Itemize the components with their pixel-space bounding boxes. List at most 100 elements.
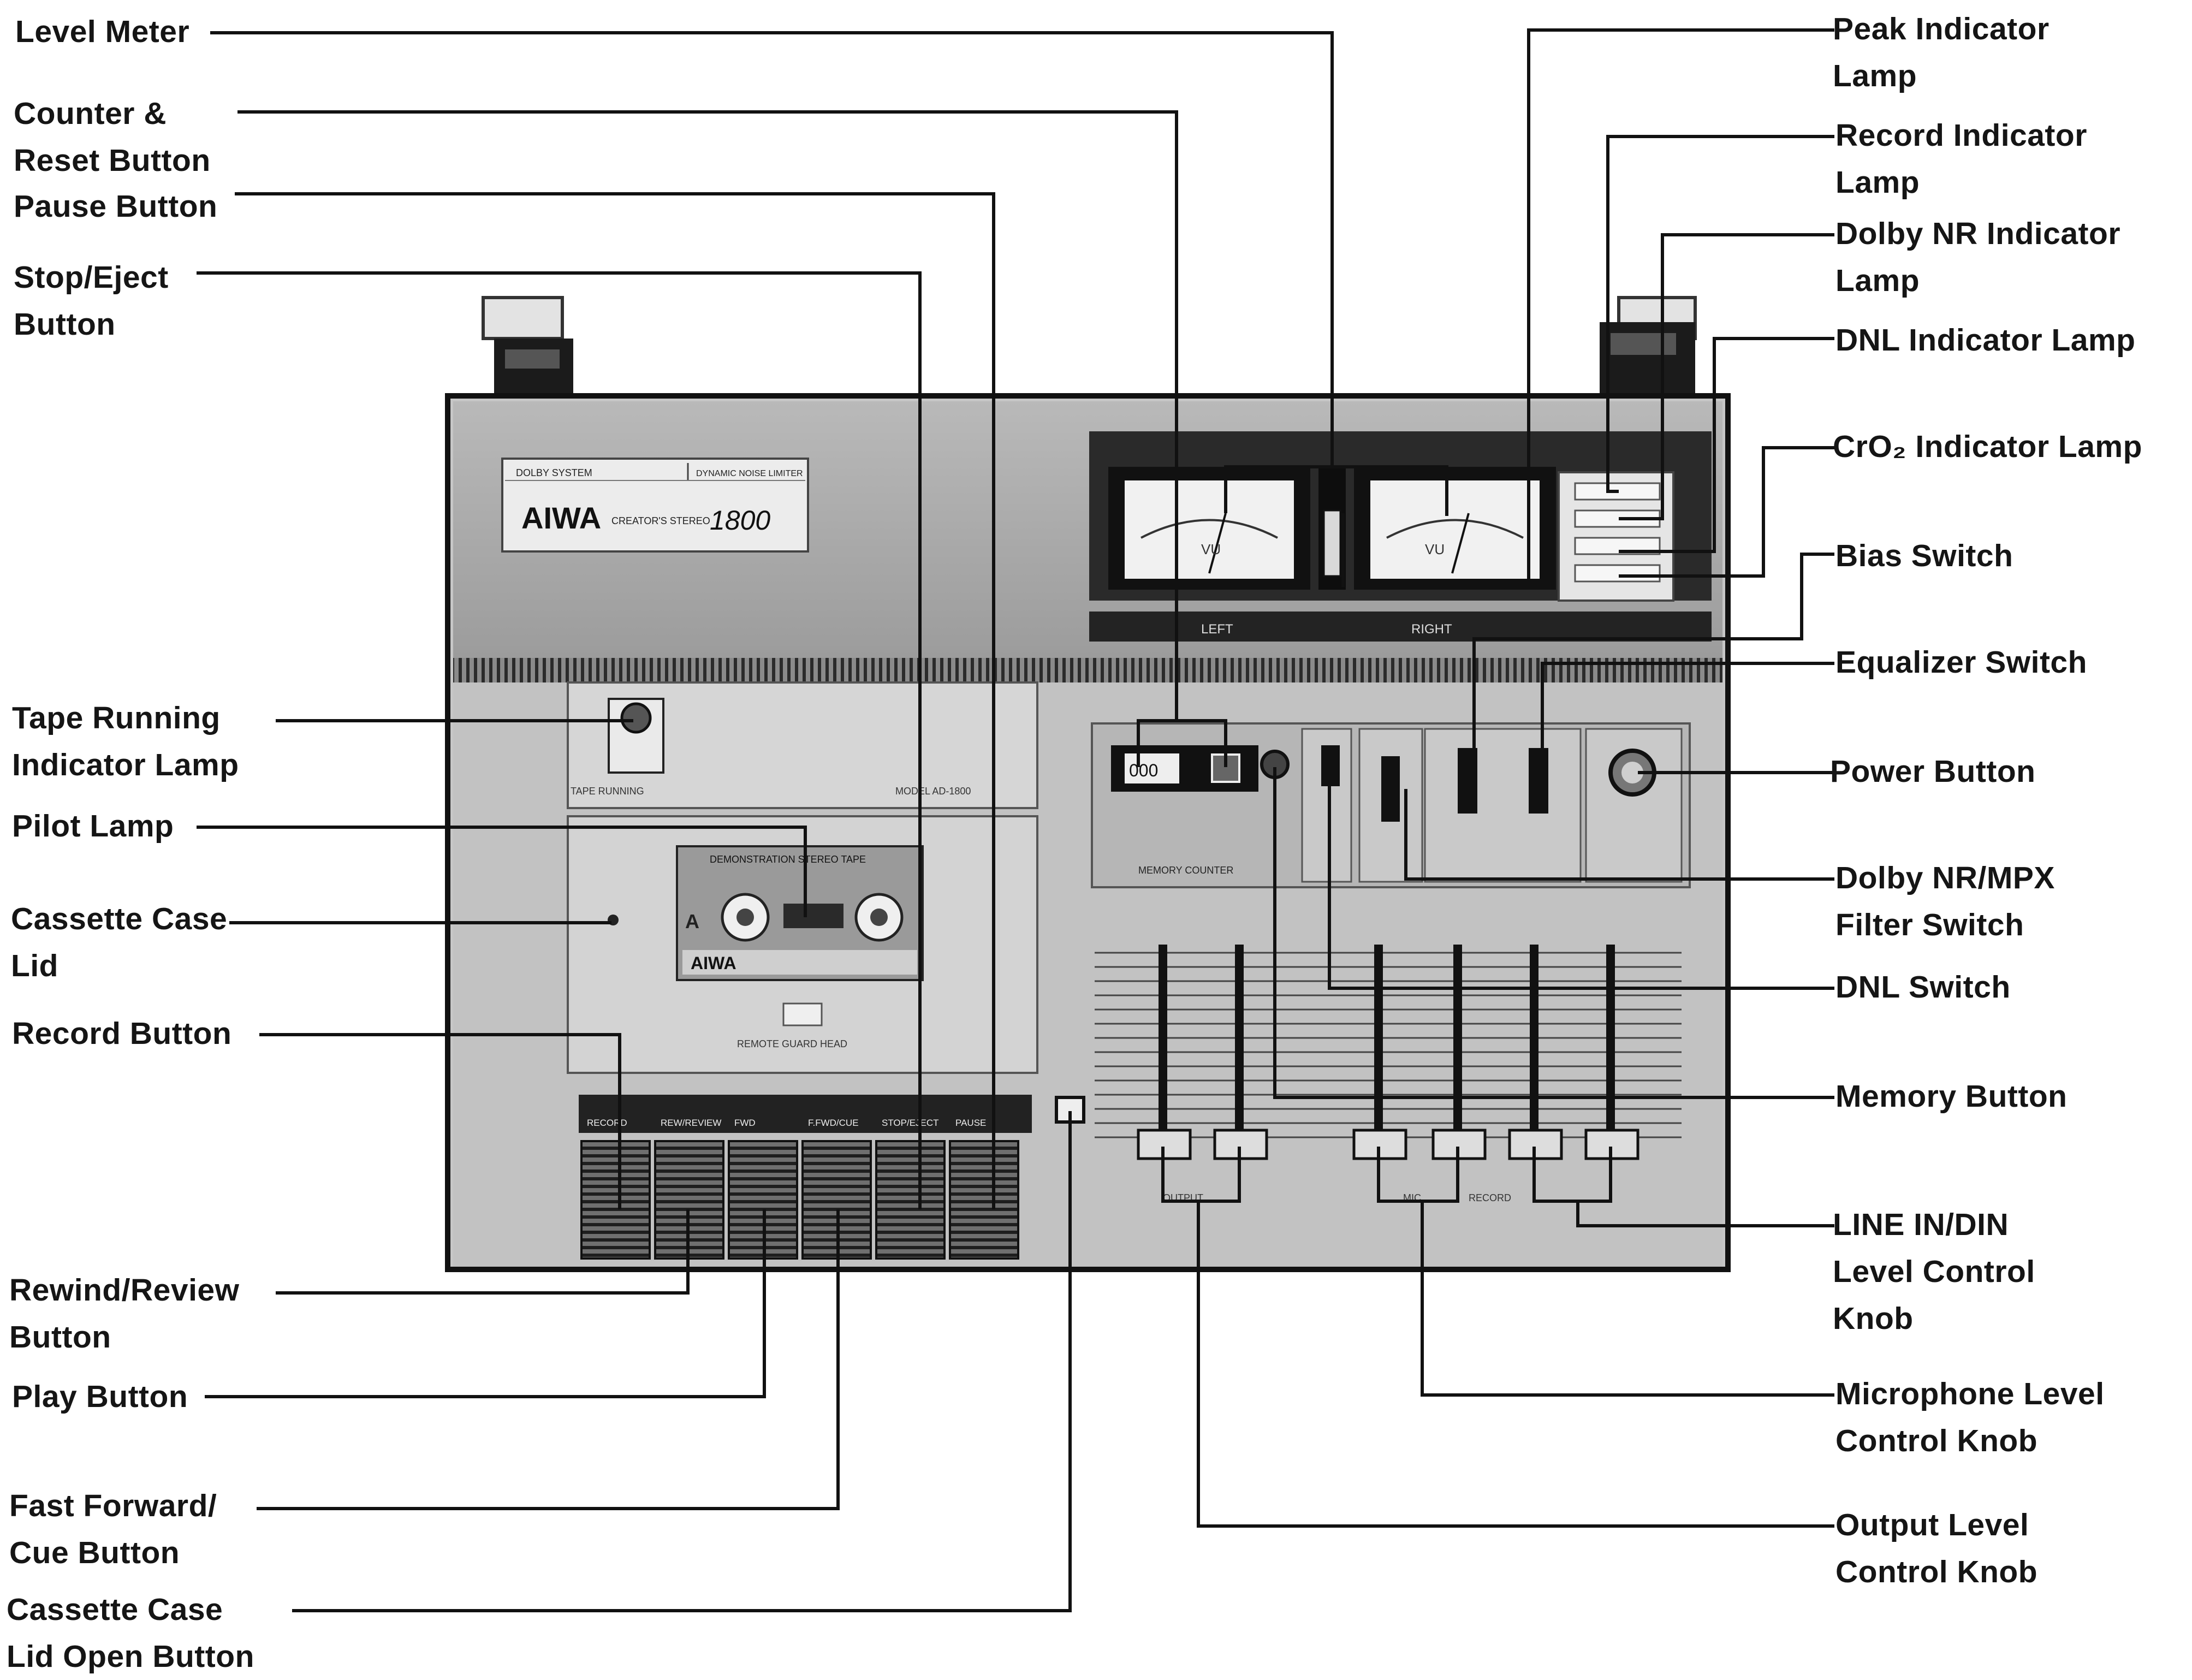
label-line: Filter Switch [1835,901,2055,948]
label-line: Lamp [1833,52,2050,99]
transport-key-label: PAUSE [955,1118,986,1128]
label-line: Control Knob [1835,1417,2105,1464]
label-stop-eject-button: Stop/EjectButton [14,254,169,348]
meter-right-caption: RIGHT [1411,622,1452,637]
counter-digits: 000 [1129,761,1158,780]
cassette-brand-caption: AIWA [691,953,736,973]
dolby-badge-text: DOLBY SYSTEM [516,467,592,478]
fader-slot [1374,945,1383,1141]
label-record-button: Record Button [12,1010,231,1057]
memory-counter-caption: MEMORY COUNTER [1138,865,1233,876]
label-line: Bias Switch [1835,532,2013,579]
transport-key-label: REW/REVIEW [661,1118,721,1128]
label-line: Dolby NR Indicator [1835,210,2120,257]
label-line: Lid Open Button [7,1633,254,1680]
label-dnl-indicator-lamp: DNL Indicator Lamp [1835,317,2136,364]
carry-handle-right [1600,298,1695,399]
transport-key-label: FWD [734,1118,756,1128]
label-line: Cassette Case [7,1586,254,1633]
fader-slot [1606,945,1615,1141]
label-line: Level Meter [15,8,189,55]
label-level-meter: Level Meter [15,8,189,55]
label-line: Cue Button [9,1529,217,1576]
label-line: Record Indicator [1835,112,2087,159]
label-line: Tape Running [12,694,239,741]
label-line: DNL Indicator Lamp [1835,317,2136,364]
label-line: Reset Button [14,137,211,184]
label-line: Control Knob [1835,1548,2037,1595]
label-line: Cassette Case [11,895,227,942]
label-line: Peak Indicator [1833,5,2050,52]
label-line: Pause Button [14,183,217,230]
label-pause-button: Pause Button [14,183,217,230]
right-meter-vu: VU [1425,541,1445,557]
label-line: CrO₂ Indicator Lamp [1833,423,2142,470]
carry-handle-left [483,298,573,399]
label-pilot-lamp: Pilot Lamp [12,803,174,850]
dnl-badge-text: DYNAMIC NOISE LIMITER [696,469,803,478]
label-rewind-review-button: Rewind/ReviewButton [9,1267,239,1361]
label-dnl-switch: DNL Switch [1835,964,2011,1011]
label-power-button: Power Button [1830,748,2035,795]
cassette-side-caption: A [685,910,699,933]
label-line: Button [9,1314,239,1361]
label-line: Lamp [1835,257,2120,304]
tape-running-caption: TAPE RUNNING [571,786,644,797]
fader-slot [1235,945,1244,1141]
label-cro2-indicator-lamp: CrO₂ Indicator Lamp [1833,423,2142,470]
cassette-section: TAPE RUNNING MODEL AD-1800 DEMONSTRATION… [568,682,1037,1073]
head-caption: REMOTE GUARD HEAD [737,1038,847,1049]
label-line: Fast Forward/ [9,1482,217,1529]
label-line: Output Level [1835,1501,2037,1548]
label-line: Counter & [14,90,211,137]
label-line: Play Button [12,1373,188,1420]
label-bias-switch: Bias Switch [1835,532,2013,579]
label-line: DNL Switch [1835,964,2011,1011]
fader-slot [1530,945,1538,1141]
label-line: Record Button [12,1010,231,1057]
label-line: Power Button [1830,748,2035,795]
label-line: Memory Button [1835,1073,2067,1120]
label-line: Pilot Lamp [12,803,174,850]
left-meter-vu: VU [1201,541,1221,557]
label-line: Indicator Lamp [12,741,239,788]
brand-text: AIWA [521,501,601,535]
label-line: Knob [1833,1295,2035,1342]
fader-slot [1453,945,1462,1141]
transport-key-label: F.FWD/CUE [808,1118,859,1128]
label-line: Dolby NR/MPX [1835,854,2055,901]
model-name-text: CREATOR'S STEREO [611,515,710,526]
demo-tape-caption: DEMONSTRATION STEREO TAPE [710,854,866,865]
label-line: Button [14,301,169,348]
label-line: Lamp [1835,159,2087,206]
label-counter-reset-button: Counter &Reset Button [14,90,211,184]
model-plate-caption: MODEL AD-1800 [895,786,971,797]
fader-slot [1159,945,1167,1141]
label-equalizer-switch: Equalizer Switch [1835,639,2087,686]
model-number-text: 1800 [710,505,770,536]
label-line: Rewind/Review [9,1267,239,1314]
label-line: LINE IN/DIN [1833,1201,2035,1248]
control-panel: 000 MEMORY COUNTER [1092,723,1690,887]
brand-plate: DOLBY SYSTEM DYNAMIC NOISE LIMITER AIWA … [502,459,808,551]
label-fast-forward-cue-button: Fast Forward/Cue Button [9,1482,217,1576]
label-play-button: Play Button [12,1373,188,1420]
label-memory-button: Memory Button [1835,1073,2067,1120]
label-line: Stop/Eject [14,254,169,301]
fader-group-record: RECORD [1469,1192,1511,1203]
transport-key-label: STOP/EJECT [882,1118,939,1128]
label-cassette-case-lid: Cassette CaseLid [11,895,227,989]
label-line: Microphone Level [1835,1370,2105,1417]
label-line: Level Control [1833,1248,2035,1295]
